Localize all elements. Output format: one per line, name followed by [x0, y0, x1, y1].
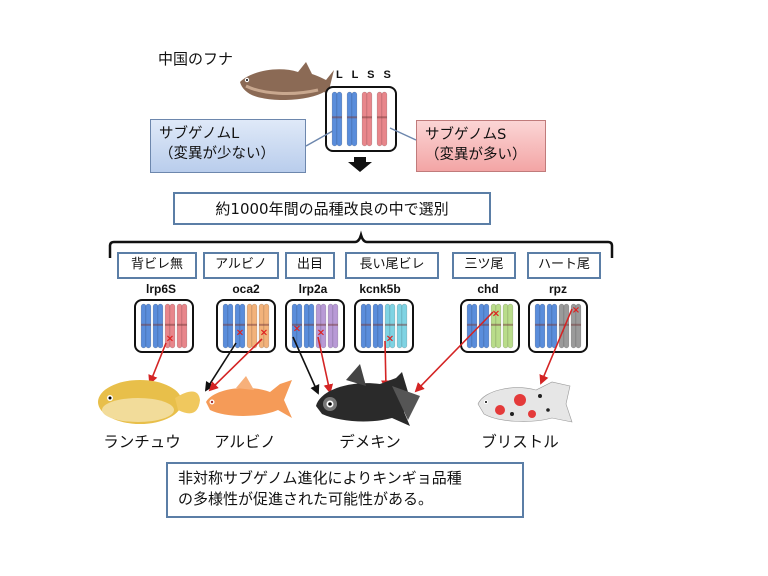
trait-label: 三ツ尾: [464, 257, 504, 272]
subgenome-s-callout: サブゲノムS （変異が多い）: [416, 120, 546, 172]
gene-label: chd: [477, 282, 499, 296]
bristol-fish-icon: [477, 381, 573, 423]
origin-chromosome-box: [325, 86, 397, 152]
trait-label: 背ビレ無: [130, 257, 183, 272]
down-arrow-icon: [348, 157, 372, 172]
breed-label: デメキン: [339, 433, 401, 451]
demekin-fish-icon: [316, 364, 420, 426]
trait-chromosome-box: [134, 299, 194, 353]
conclusion-box: 非対称サブゲノム進化によりキンギョ品種 の多様性が促進された可能性がある。: [166, 462, 524, 518]
breed-label: ランチュウ: [103, 433, 181, 451]
gene-label: rpz: [549, 282, 567, 296]
crucian-carp-icon: [240, 62, 336, 100]
selection-label: 約1000年間の品種改良の中で選別: [215, 200, 449, 218]
trait-chromosome-box: [216, 299, 276, 353]
trait-label: ハート尾: [537, 257, 590, 272]
trait-label: アルビノ: [215, 257, 267, 272]
trait-label: 長い尾ビレ: [359, 257, 425, 272]
trait-label: 出目: [296, 257, 323, 272]
gene-label: kcnk5b: [359, 282, 401, 296]
trait-chromosome-box: [354, 299, 414, 353]
trait-label-box: 長い尾ビレ: [345, 252, 439, 279]
genome-header: L L S S: [336, 69, 394, 81]
subgenome-s-note: （変異が多い）: [425, 147, 527, 163]
subgenome-s-title: サブゲノムS: [425, 127, 507, 143]
gene-label: oca2: [232, 282, 260, 296]
ranchu-fish-icon: [98, 380, 200, 424]
trait-label-box: アルビノ: [203, 252, 279, 279]
trait-chromosome-box: [460, 299, 520, 353]
albino-fish-icon: [206, 376, 292, 418]
gene-label: lrp6S: [145, 282, 176, 296]
trait-label-box: 三ツ尾: [452, 252, 516, 279]
origin-label: 中国のフナ: [158, 50, 234, 68]
trait-chromosome-box: [285, 299, 345, 353]
subgenome-l-note: （変異が少ない）: [159, 146, 275, 162]
conclusion-line-1: 非対称サブゲノム進化によりキンギョ品種: [178, 469, 462, 487]
breed-label: アルビノ: [214, 433, 276, 451]
trait-chromosome-box: [528, 299, 588, 353]
selection-box: 約1000年間の品種改良の中で選別: [173, 192, 491, 225]
subgenome-l-title: サブゲノムL: [159, 126, 240, 142]
trait-label-box: 出目: [285, 252, 335, 279]
breed-label: ブリストル: [481, 433, 559, 451]
gene-label: lrp2a: [298, 282, 328, 296]
subgenome-l-callout: サブゲノムL （変異が少ない）: [150, 119, 306, 173]
trait-label-box: 背ビレ無: [117, 252, 197, 279]
conclusion-line-2: の多様性が促進された可能性がある。: [178, 490, 434, 508]
trait-label-box: ハート尾: [527, 252, 601, 279]
